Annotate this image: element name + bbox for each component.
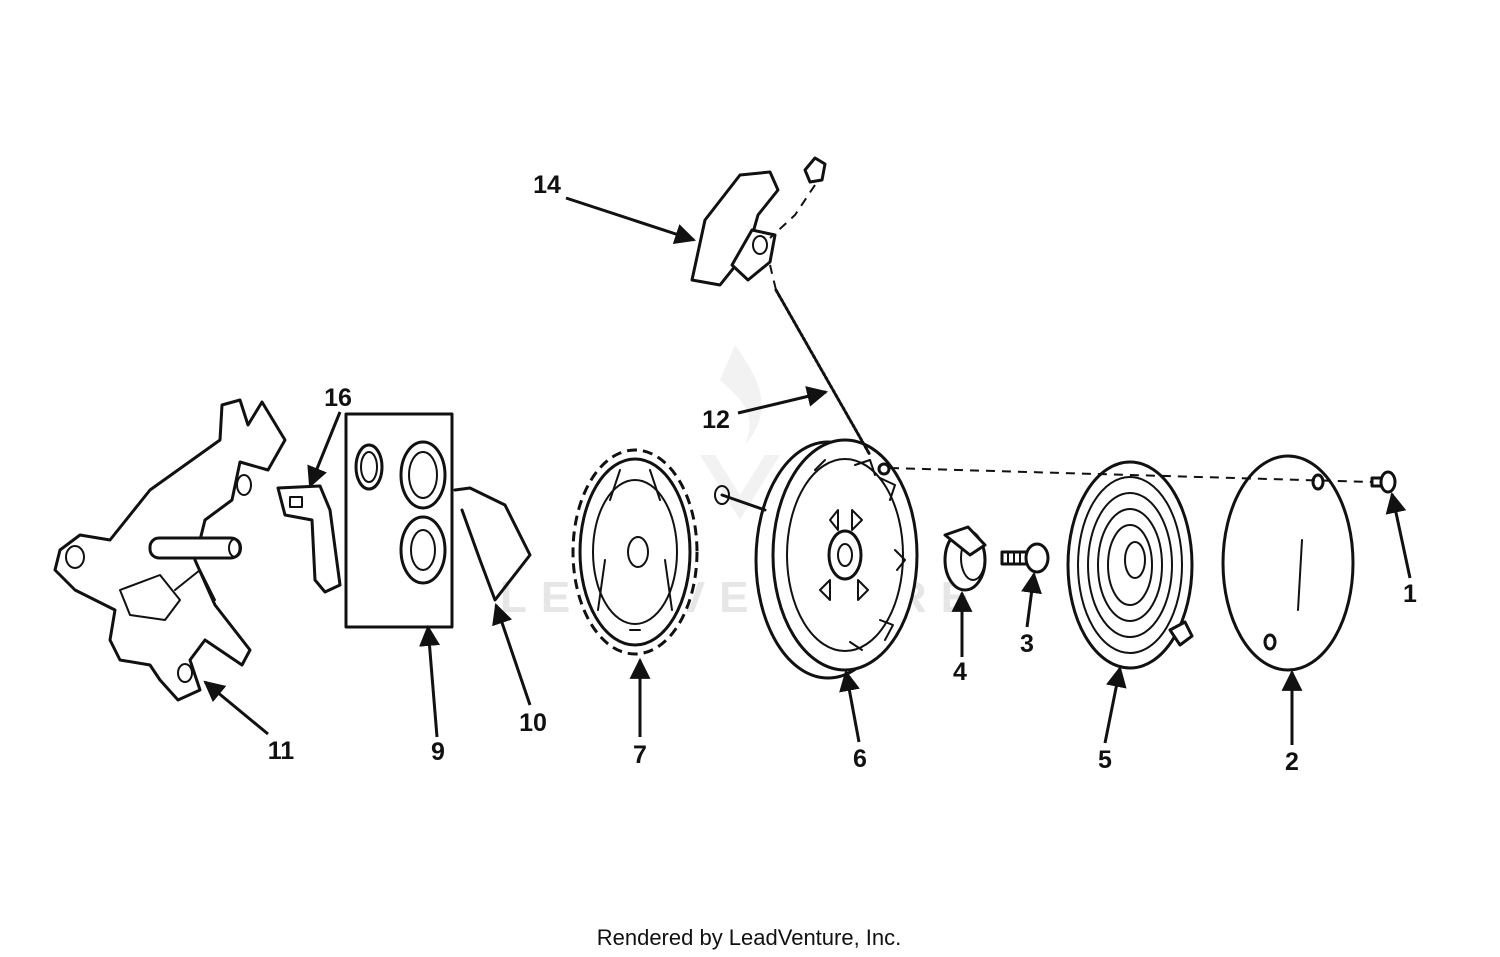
footer-credit: Rendered by LeadVenture, Inc.	[597, 925, 902, 950]
part-4-retainer	[943, 525, 987, 592]
callout-14: 14	[533, 171, 561, 199]
callout-11: 11	[268, 737, 295, 765]
part-9-plate	[344, 412, 454, 629]
callout-6: 6	[853, 745, 867, 773]
part-7-gear	[571, 448, 699, 656]
callout-4: 4	[953, 658, 967, 686]
callout-9: 9	[431, 738, 445, 766]
part-14-handle	[690, 156, 827, 291]
part-10-spring	[453, 486, 532, 602]
alignment-dashed-line	[889, 467, 1373, 483]
part-5-spring	[1066, 460, 1194, 670]
part-2-cover	[1221, 454, 1355, 672]
part-11-bracket	[53, 398, 287, 702]
watermark-logo	[700, 345, 780, 520]
callout-3: 3	[1020, 630, 1034, 658]
part-12-rope	[774, 288, 872, 457]
callout-12: 12	[702, 406, 730, 434]
callout-10: 10	[519, 709, 547, 737]
part-1-rivet	[1370, 470, 1397, 494]
part-16-lever	[276, 484, 342, 594]
part-3-screw	[1000, 542, 1050, 574]
callout-labels: 14 12 16 11 9 10 7 6 4 3 5 2 1	[268, 171, 1417, 776]
callout-2: 2	[1285, 748, 1299, 776]
callout-1: 1	[1403, 580, 1417, 608]
callout-7: 7	[633, 741, 647, 769]
leader-arrows	[203, 196, 1412, 745]
part-6-pulley	[714, 438, 919, 680]
callout-5: 5	[1098, 746, 1112, 774]
callout-16: 16	[324, 384, 352, 412]
